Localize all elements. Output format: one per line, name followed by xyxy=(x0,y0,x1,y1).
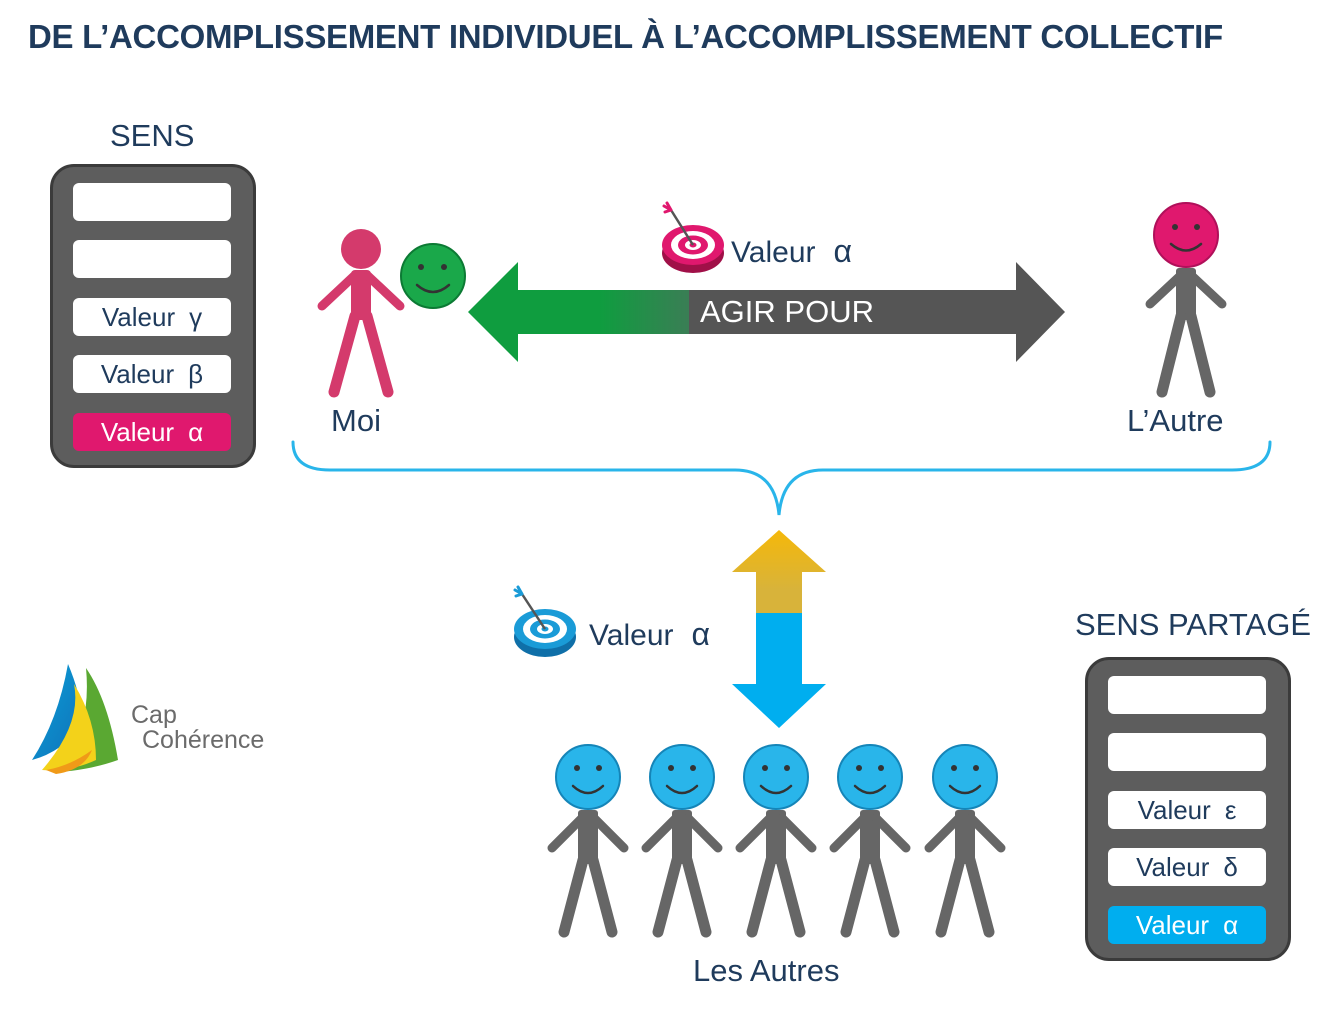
sens-partage-slot-empty-1 xyxy=(1108,676,1266,714)
vertical-double-arrow xyxy=(732,530,826,728)
logo-text-line1: Cap xyxy=(131,701,177,729)
green-smiley-icon xyxy=(400,243,466,309)
sens-partage-slot-empty-2 xyxy=(1108,733,1266,771)
grouping-brace xyxy=(291,440,1272,516)
agir-pour-arrow xyxy=(468,262,1065,362)
moi-label: Moi xyxy=(331,403,381,438)
sens-slot-empty-1 xyxy=(73,183,231,221)
moi-figure xyxy=(317,229,405,398)
autres-figure-5 xyxy=(924,744,1006,938)
sens-partage-heading: SENS PARTAGÉ xyxy=(1075,607,1312,642)
sens-heading: SENS xyxy=(110,118,195,153)
page-title: DE L’ACCOMPLISSEMENT INDIVIDUEL À L’ACCO… xyxy=(28,18,1223,55)
autres-figure-1 xyxy=(547,744,629,938)
les-autres-figures xyxy=(547,744,1006,938)
cap-coherence-logo-icon xyxy=(32,664,118,774)
autre-label: L’Autre xyxy=(1127,403,1224,438)
agir-pour-label: AGIR POUR xyxy=(700,294,874,329)
sens-slot-empty-2 xyxy=(73,240,231,278)
logo-text-line2: Cohérence xyxy=(142,726,265,754)
autre-figure xyxy=(1145,202,1227,398)
target-icon xyxy=(513,585,576,657)
autres-figure-2 xyxy=(641,744,723,938)
target-icon xyxy=(662,201,724,273)
les-autres-label: Les Autres xyxy=(693,953,840,988)
autres-figure-3 xyxy=(735,744,817,938)
autres-figure-4 xyxy=(829,744,911,938)
